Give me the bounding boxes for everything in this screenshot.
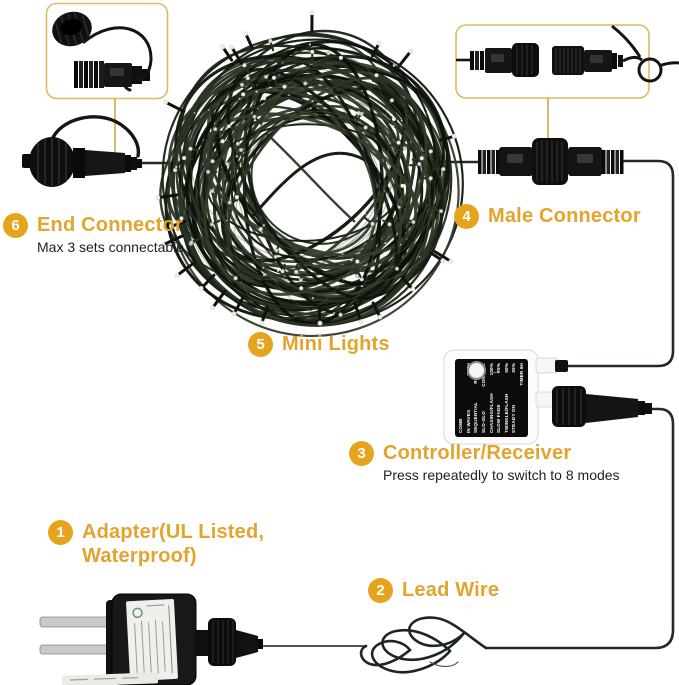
- male-connector-photo: [478, 138, 624, 185]
- callout-adapter: 1 Adapter(UL Listed, Waterproof): [48, 520, 264, 568]
- adapter-label: [126, 599, 178, 682]
- mode-item: SLOW FADE: [496, 404, 502, 433]
- callout-title: Controller/Receiver: [383, 442, 572, 464]
- mode-item: SEQUENTIAL: [473, 401, 479, 433]
- callout-title: Mini Lights: [282, 333, 390, 355]
- callout-number-badge: 3: [349, 441, 374, 466]
- cap-icon: [52, 11, 92, 47]
- callout-line-end-connector: [112, 99, 118, 159]
- cap-strap-wire: [82, 26, 153, 92]
- dim-arrow-icon: →: [491, 365, 502, 377]
- mode-item: SLO-GLO: [480, 411, 486, 433]
- callout-title-line1: Adapter(UL Listed,: [82, 521, 265, 543]
- callout-subtitle: Press repeatedly to switch to 8 modes: [383, 467, 620, 483]
- callout-title-line2: Waterproof): [82, 545, 197, 567]
- male-plug-icon: [552, 46, 623, 75]
- lead-wire-coil: [257, 616, 488, 674]
- controller-button: [467, 361, 486, 380]
- mode-item: CHASING/FLASH: [488, 393, 494, 433]
- inset-box-end-connector: [45, 2, 169, 100]
- callout-number-badge: 5: [248, 332, 273, 357]
- end-connector-photo: [22, 115, 142, 187]
- callout-number-badge: 4: [454, 204, 479, 229]
- callout-number-badge: 6: [3, 213, 28, 238]
- timer-label: TIMER 6H: [519, 363, 524, 386]
- inset-box-male-connector: [455, 24, 679, 99]
- wire-male-to-controller: [566, 159, 675, 368]
- callout-number-badge: 1: [48, 520, 73, 545]
- mode-item: IN WAVES: [465, 409, 471, 433]
- wire-controller-to-leadwire: [486, 407, 675, 650]
- callout-mini-lights: 5 Mini Lights: [248, 332, 390, 357]
- adapter-photo: [39, 593, 263, 685]
- callout-title: Lead Wire: [402, 579, 500, 601]
- callout-end-connector: 6 End Connector Max 3 sets connectable: [3, 213, 184, 256]
- callout-controller: 3 Controller/Receiver Press repeatedly t…: [349, 441, 620, 484]
- plug-icon: [74, 61, 150, 88]
- female-plug-icon: [470, 43, 539, 77]
- mode-item: STEADY ON: [511, 404, 517, 433]
- light-coil-bulbs: [155, 10, 457, 326]
- callout-number-badge: 2: [368, 578, 393, 603]
- mode-item: COMB: [458, 418, 463, 433]
- light-coil: [155, 10, 464, 338]
- callout-subtitle: Max 3 sets connectable: [37, 239, 185, 255]
- callout-lead-wire: 2 Lead Wire: [368, 578, 499, 603]
- callout-male-connector: 4 Male Connector: [454, 204, 641, 229]
- callout-title: Male Connector: [488, 205, 641, 227]
- light-coil-strands: [159, 29, 464, 338]
- callout-title: End Connector: [37, 214, 183, 236]
- mode-item: TWINKLE/FLASH: [503, 393, 509, 433]
